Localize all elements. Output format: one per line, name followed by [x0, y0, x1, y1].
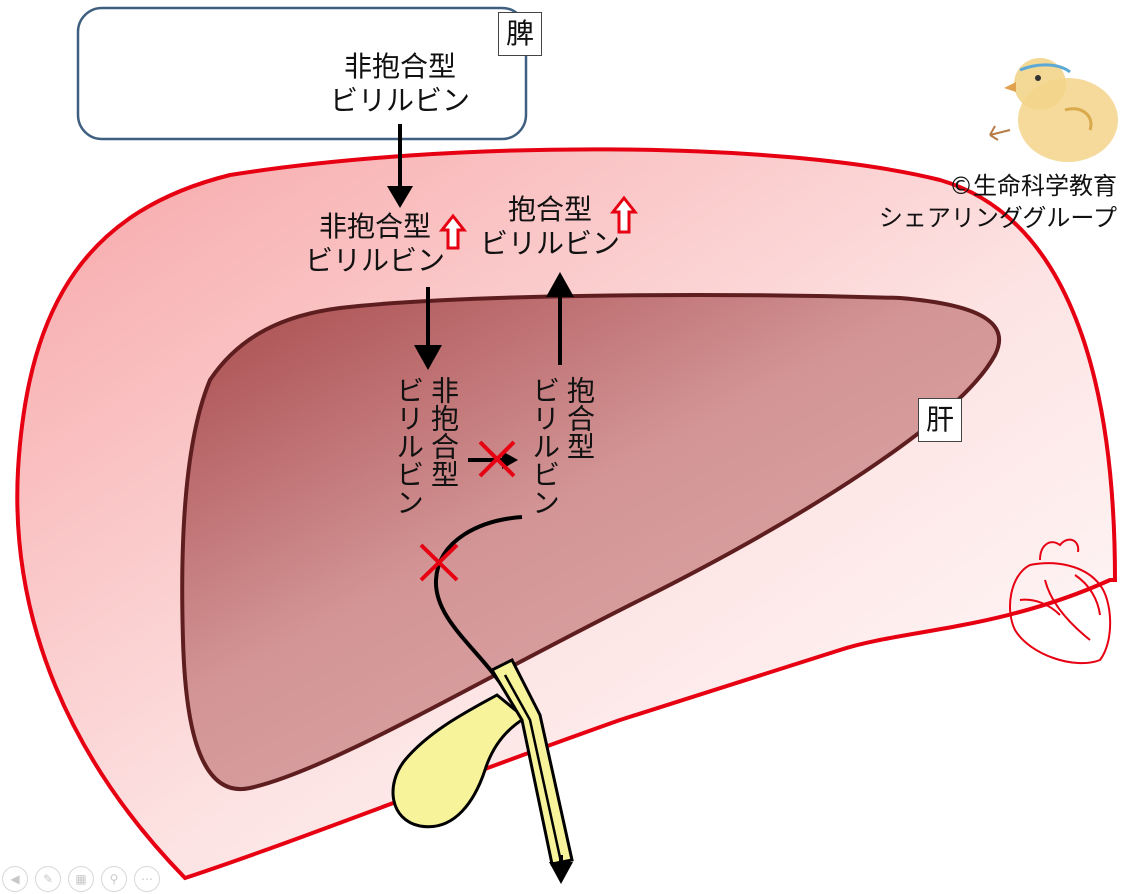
liver-label: 肝 — [918, 398, 963, 442]
spleen-unconjugated-line2: ビリルビン — [329, 84, 470, 117]
blood-unconjugated-text: 非抱合型 ビリルビン — [300, 210, 450, 278]
conjugation-blocked-mark — [478, 440, 516, 478]
blood-conjugated-line1: 抱合型 — [507, 193, 592, 226]
slideshow-toolbar: ◀ ✎ ▦ ⚲ ⋯ — [2, 866, 160, 892]
credit-line1: ©生命科学教育 — [949, 172, 1117, 200]
unconjugated-increase-icon — [438, 213, 468, 250]
bile-excretion-path — [433, 515, 523, 692]
liver-unconjugated-col1: 非抱合型 — [427, 376, 460, 488]
liver-conjugated-col2: ビリルビン — [528, 376, 561, 516]
spleen-label: 脾 — [498, 12, 543, 56]
pen-icon[interactable]: ✎ — [35, 866, 61, 892]
spleen-box-text: 非抱合型 ビリルビン — [320, 50, 480, 118]
credit-line2: シェアリンググループ — [878, 204, 1117, 232]
slides-icon[interactable]: ▦ — [68, 866, 94, 892]
liver-conjugated-col1: 抱合型 — [563, 376, 596, 460]
spleen-box — [76, 6, 528, 141]
blood-conjugated-text: 抱合型 ビリルビン — [474, 193, 626, 261]
liver-unconjugated-col2: ビリルビン — [392, 376, 425, 516]
conjugated-increase-icon — [609, 195, 639, 234]
liver-shape — [180, 293, 1002, 792]
gallbladder — [391, 693, 528, 829]
zoom-icon[interactable]: ⚲ — [101, 866, 127, 892]
back-icon[interactable]: ◀ — [2, 866, 28, 892]
heart-icon — [1009, 538, 1112, 665]
blood-unconjugated-line1: 非抱合型 — [318, 210, 431, 243]
chick-icon — [989, 58, 1118, 162]
spleen-unconjugated-line1: 非抱合型 — [343, 50, 456, 83]
more-icon[interactable]: ⋯ — [134, 866, 160, 892]
blood-conjugated-line2: ビリルビン — [479, 227, 620, 260]
excretion-blocked-mark — [419, 543, 459, 582]
credit: ©生命科学教育 シェアリンググループ — [879, 170, 1117, 234]
blood-unconjugated-line2: ビリルビン — [304, 244, 445, 277]
bile-duct — [489, 657, 574, 866]
